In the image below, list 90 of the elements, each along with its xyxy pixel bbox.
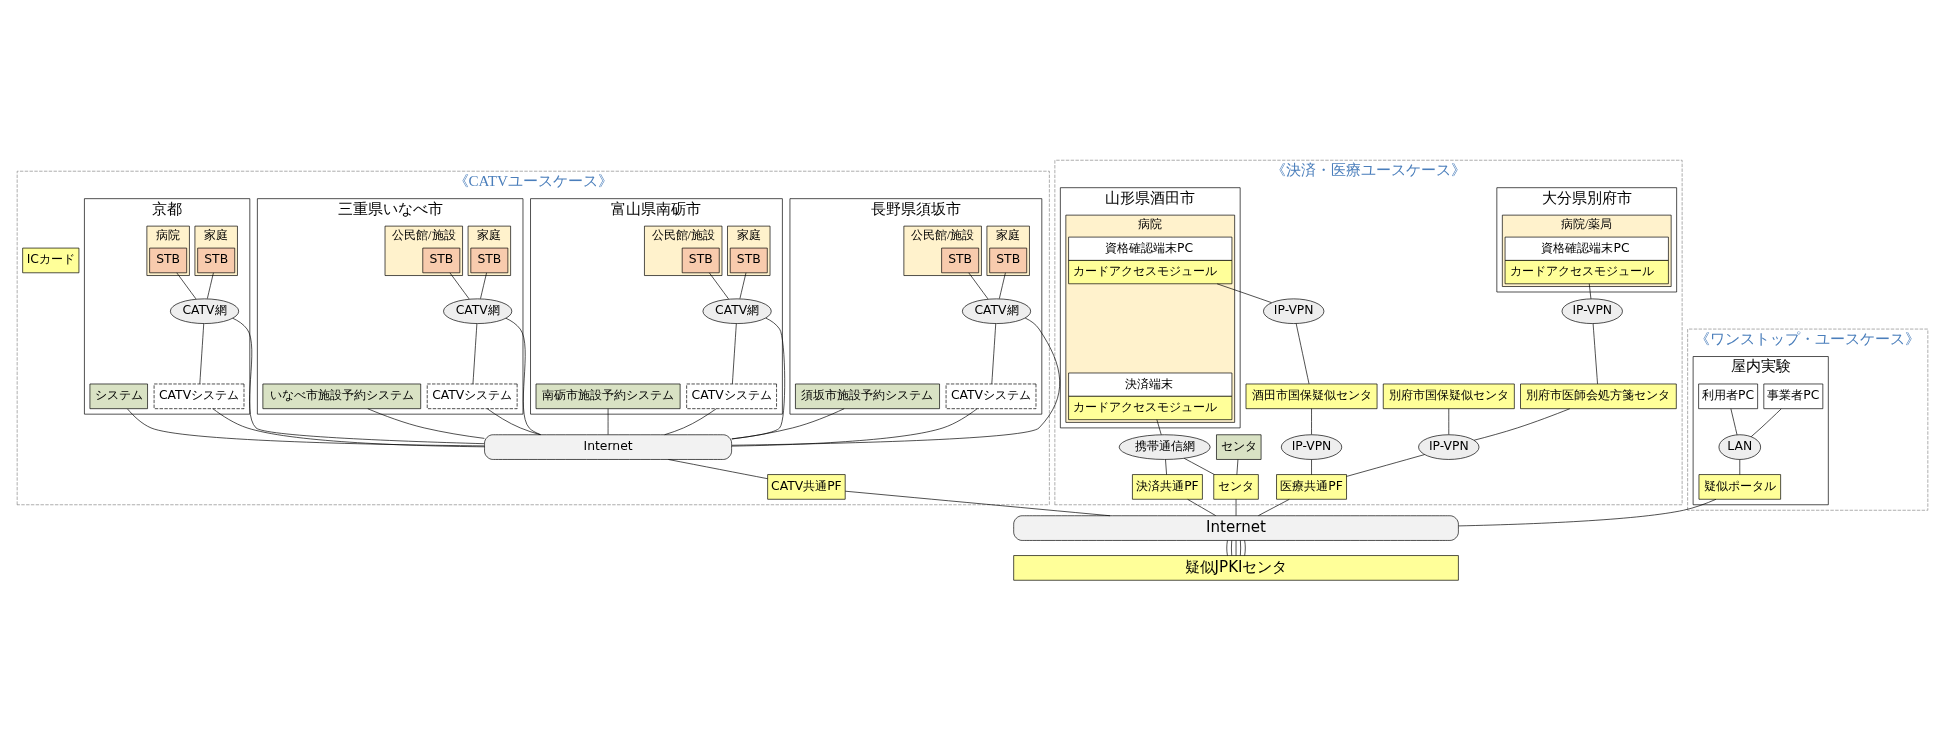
connector xyxy=(991,323,997,385)
connector xyxy=(1588,283,1592,300)
connector xyxy=(664,408,717,436)
node-box: システム xyxy=(89,383,148,410)
node-ellipse: LAN xyxy=(1718,434,1761,460)
node-box: 別府市医師会処方箋センタ xyxy=(1520,383,1677,410)
connector xyxy=(367,408,485,439)
connector xyxy=(732,323,737,385)
connector xyxy=(212,408,485,448)
node-box: CATVシステム xyxy=(426,383,518,410)
connector xyxy=(486,408,541,436)
connector xyxy=(1216,283,1272,303)
node-box: 決済共通PF xyxy=(1132,474,1203,500)
node-box: センタ xyxy=(1216,434,1262,460)
node-box: CATVシステム xyxy=(686,383,777,410)
connector xyxy=(1473,408,1571,441)
node-ellipse: IP-VPN xyxy=(1280,434,1343,460)
node-ellipse: IP-VPN xyxy=(1561,298,1623,324)
node-ellipse: 携帯通信網 xyxy=(1118,434,1211,460)
connector xyxy=(480,272,487,299)
connector xyxy=(709,272,729,300)
connector xyxy=(505,317,542,435)
connector xyxy=(731,408,978,447)
node-ellipse: CATV網 xyxy=(443,298,513,324)
connector xyxy=(472,323,478,385)
connector xyxy=(232,317,485,445)
connector xyxy=(1311,408,1312,435)
connector xyxy=(731,317,1061,446)
node-box: ICカード xyxy=(22,247,80,274)
connector xyxy=(1235,540,1237,556)
connector xyxy=(731,408,845,440)
connector xyxy=(176,272,197,300)
connector xyxy=(1730,408,1738,436)
connector xyxy=(1165,459,1167,475)
connector xyxy=(1346,454,1425,477)
connector xyxy=(449,272,470,300)
node-box: STB xyxy=(729,247,768,274)
connector xyxy=(1240,540,1241,556)
connector xyxy=(1231,540,1233,556)
connector xyxy=(1236,459,1239,475)
node-box: STB xyxy=(197,247,236,274)
node-box: CATV共通PF xyxy=(767,474,846,500)
node-box: CATVシステム xyxy=(945,383,1037,410)
node-box: 南砺市施設予約システム xyxy=(535,383,681,410)
node-box: いなべ市施設予約システム xyxy=(262,383,422,410)
connector xyxy=(731,317,786,440)
connector xyxy=(1187,499,1217,516)
node-box: 利用者PC xyxy=(1698,383,1758,410)
node-box: STB xyxy=(422,247,461,274)
connector xyxy=(1156,419,1162,435)
node-box: STB xyxy=(989,247,1028,274)
connector xyxy=(968,272,989,300)
connector xyxy=(1226,540,1228,556)
connector xyxy=(1750,408,1782,438)
connector xyxy=(1295,323,1310,385)
connector xyxy=(607,408,609,435)
connector xyxy=(127,408,485,447)
node-ellipse: IP-VPN xyxy=(1263,298,1325,324)
connector xyxy=(1311,459,1312,475)
node-box: Internet xyxy=(484,434,732,460)
node-box: センタ xyxy=(1213,474,1259,500)
connector xyxy=(199,323,205,385)
node-box: 医療共通PF xyxy=(1276,474,1347,500)
node-box: Internet xyxy=(1013,515,1459,541)
node-ellipse: CATV網 xyxy=(962,298,1032,324)
node-box: 別府市国保疑似センタ xyxy=(1382,383,1515,410)
node-box: CATVシステム xyxy=(153,383,245,410)
node-box: STB xyxy=(681,247,720,274)
node-box: 疑似JPKIセンタ xyxy=(1013,555,1459,581)
node-box: STB xyxy=(149,247,188,274)
node-ellipse: IP-VPN xyxy=(1418,434,1480,460)
node-ellipse: CATV網 xyxy=(702,298,772,324)
connector xyxy=(844,490,1111,517)
connector xyxy=(1458,498,1717,527)
node-box: 事業者PC xyxy=(1763,383,1824,410)
connector xyxy=(207,272,214,299)
node-box: 須坂市施設予約システム xyxy=(795,383,940,410)
connector xyxy=(1739,459,1741,475)
connector xyxy=(1183,457,1215,475)
node-box: STB xyxy=(470,247,509,274)
connector xyxy=(1592,323,1598,385)
connector xyxy=(739,272,747,299)
connector xyxy=(1258,499,1290,516)
node-box: STB xyxy=(941,247,980,274)
node-box: 疑似ポータル xyxy=(1698,474,1781,500)
node-ellipse: CATV網 xyxy=(170,298,240,324)
connector xyxy=(1244,540,1246,556)
node-box: 酒田市国保疑似センタ xyxy=(1245,383,1378,410)
connector xyxy=(999,272,1006,299)
connector xyxy=(668,459,768,480)
